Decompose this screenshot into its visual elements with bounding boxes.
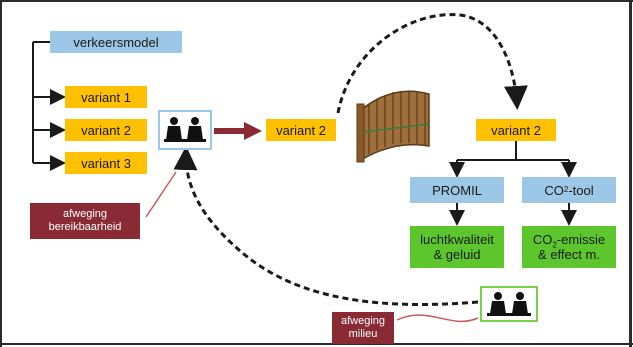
dashed-curve-top (336, 13, 528, 114)
leader-line-milieu (396, 314, 479, 323)
meeting-right-icon (487, 292, 531, 316)
verkeersmodel-box: verkeersmodel (50, 31, 182, 53)
co2-tool-post: -tool (568, 182, 594, 198)
promil-box: PROMIL (410, 177, 504, 203)
variant-1-box: variant 1 (65, 86, 147, 108)
co2-tool-pre: CO (544, 182, 564, 198)
leader-line-bereik (145, 171, 177, 218)
variant-3-box: variant 3 (65, 152, 147, 174)
co2-emissie-box: CO2-emissie & effect m. (522, 226, 616, 268)
gate-icon (356, 90, 430, 163)
afweging-bereikbaarheid-box: afweging bereikbaarheid (30, 203, 140, 239)
afweging-milieu-box: afweging milieu (332, 312, 394, 344)
dashed-curve-bottom (173, 146, 479, 306)
tree-lines (32, 41, 577, 226)
meeting-left (158, 110, 212, 150)
variant-2-left-box: variant 2 (65, 119, 147, 141)
maroon-arrow (214, 122, 262, 140)
frame-top-border (0, 0, 633, 2)
variant-2-mid-box: variant 2 (266, 119, 336, 141)
co2-emissie-sub: 2 (552, 240, 557, 250)
frame-right-border (629, 0, 632, 347)
luchtkwaliteit-box: luchtkwaliteit & geluid (410, 226, 504, 268)
frame-left-border (0, 0, 2, 347)
meeting-left-icon (164, 117, 206, 142)
co2-emissie-pre: CO (532, 232, 553, 247)
variant-2-right-box: variant 2 (476, 119, 556, 141)
co2-emissie-post: -emissie & effect m. (538, 232, 606, 262)
meeting-right (480, 286, 538, 322)
frame-bottom-border (0, 343, 633, 345)
